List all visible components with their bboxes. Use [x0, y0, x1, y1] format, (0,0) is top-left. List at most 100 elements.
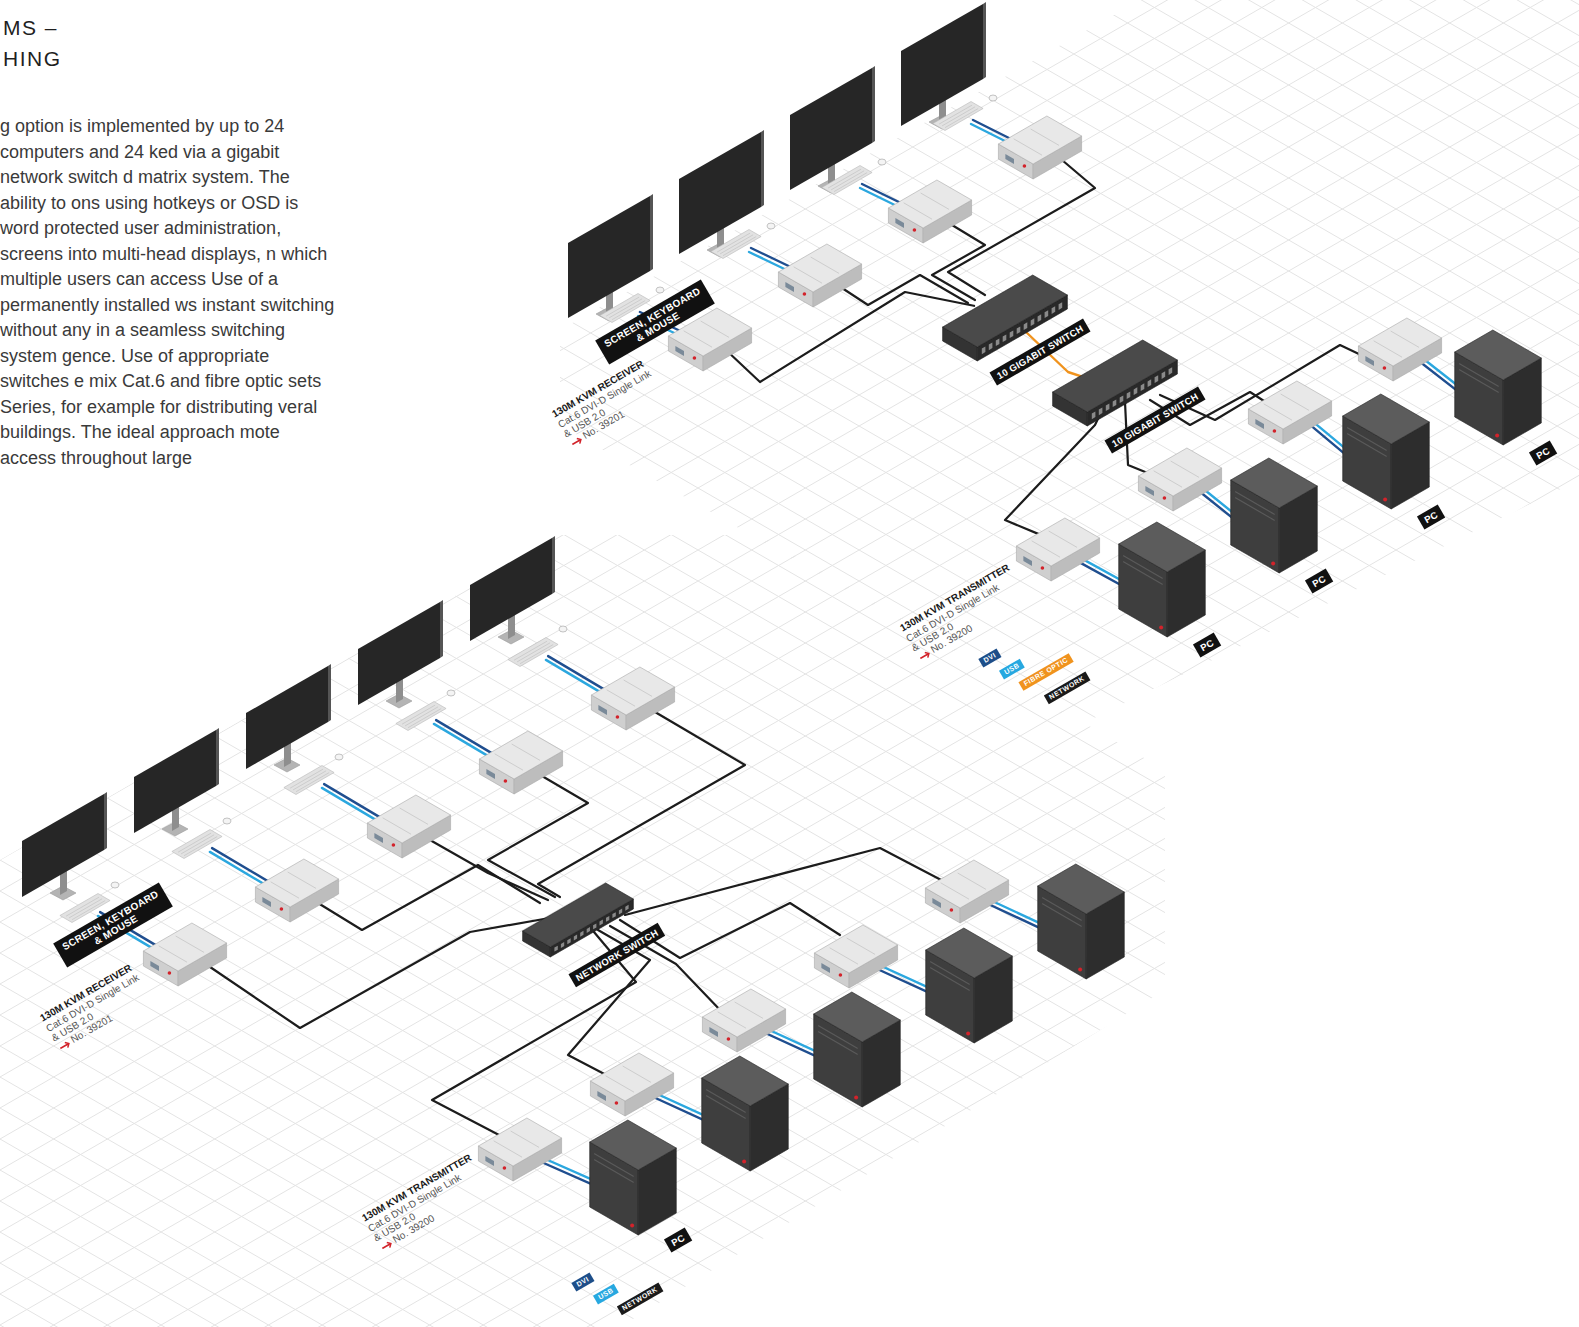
monitor	[22, 792, 119, 923]
power-led	[630, 1224, 634, 1228]
pc-tower-shape	[1231, 458, 1318, 573]
monitor	[901, 2, 997, 131]
switch-port	[1017, 326, 1021, 334]
grid-line	[0, 1263, 1579, 1327]
grid-line	[0, 0, 1579, 736]
grid-line	[0, 0, 1579, 116]
vent	[176, 936, 204, 952]
grid-line	[0, 692, 1579, 1327]
port	[1365, 356, 1374, 366]
monitor-edge	[552, 536, 555, 594]
grid-line	[0, 1139, 1579, 1327]
device-label: PC	[1310, 573, 1327, 589]
grid-line	[0, 444, 1579, 1327]
grid-line	[0, 1046, 1579, 1327]
pc-tower-shape	[1038, 864, 1125, 979]
vent	[400, 808, 428, 824]
callout: 130M KVM TRANSMITTERCat.6 DVI-D Single L…	[898, 549, 1051, 664]
grid-line	[0, 1312, 1579, 1327]
vent	[1171, 461, 1199, 477]
status-led	[280, 907, 284, 911]
network-cable	[932, 225, 985, 300]
switch-port	[567, 938, 570, 944]
grid-line	[0, 0, 1579, 191]
switch-port	[996, 339, 1000, 347]
pc-tower-shape	[1343, 394, 1430, 509]
vent	[511, 1131, 539, 1147]
box-top	[143, 923, 226, 971]
key-row	[720, 235, 752, 254]
drive-bay	[707, 1096, 746, 1118]
grid-line	[0, 785, 1579, 1327]
key-row	[296, 773, 328, 792]
vent	[1049, 531, 1077, 547]
heading: MS – HING	[3, 12, 83, 74]
grid-line	[0, 23, 1579, 935]
arrow-shape	[919, 651, 931, 661]
kvm-transmitter-unit	[1248, 381, 1331, 444]
vent	[794, 267, 822, 283]
label-tag: PC	[1305, 569, 1333, 594]
monitor	[246, 664, 343, 795]
grid-line	[0, 1325, 1579, 1327]
monitor-edge	[872, 66, 875, 143]
mouse	[656, 287, 664, 293]
grid-line	[0, 0, 1579, 891]
legend-text: USB	[1003, 661, 1021, 675]
kvm-transmitter-unit	[1016, 518, 1099, 581]
device-label: NETWORK SWITCH	[574, 927, 660, 983]
box-top	[702, 1056, 789, 1106]
mouse	[767, 223, 775, 229]
grid-line	[0, 0, 1579, 550]
legend-swatch: USB	[999, 659, 1025, 680]
grid-line	[0, 0, 1579, 780]
grid-line	[0, 0, 1579, 532]
grid-line	[0, 506, 1579, 1327]
grid-line	[0, 0, 1579, 501]
switch-port	[1155, 375, 1159, 383]
body-text: g option is implemented by up to 24 comp…	[0, 114, 338, 471]
port	[597, 1091, 606, 1101]
arrow-shape	[381, 1241, 393, 1251]
legend-text: NETWORK	[1048, 675, 1086, 701]
pc-tower-shape	[702, 1056, 789, 1171]
grid-line	[0, 0, 1579, 222]
port	[1005, 154, 1014, 164]
grid-line	[0, 0, 1579, 5]
grid-line	[0, 85, 1579, 997]
switch-port	[574, 935, 577, 941]
grid-line	[0, 1281, 1579, 1327]
grid-line	[0, 0, 1579, 798]
grid-line	[0, 0, 1579, 594]
grid-line	[0, 1064, 1579, 1327]
box-top	[1138, 448, 1221, 496]
grid-line	[0, 320, 1579, 1232]
switch-port	[1038, 314, 1042, 322]
vent	[1391, 331, 1419, 347]
grid-line	[0, 0, 1579, 85]
kvm-receiver-unit	[888, 180, 971, 243]
vent	[735, 1002, 763, 1018]
box-top	[1343, 394, 1430, 444]
status-led	[392, 843, 396, 847]
network-cable	[488, 776, 588, 897]
port	[932, 898, 941, 908]
grid-line	[0, 891, 1579, 1327]
grid-line	[0, 581, 1579, 1327]
grid-line	[0, 940, 1579, 1327]
grid-line	[0, 798, 1579, 1327]
drive-bay	[1460, 364, 1499, 386]
grid-line	[0, 705, 1579, 1327]
grid-line	[0, 909, 1579, 1327]
grid-line	[0, 0, 1579, 811]
switch-port	[587, 927, 590, 933]
switch-port	[1106, 404, 1110, 412]
kvm-receiver-unit	[591, 667, 674, 730]
grid-line	[0, 382, 1579, 1294]
box-top	[590, 1120, 677, 1170]
grid-line	[0, 798, 1579, 1327]
network-cable	[948, 160, 1095, 295]
grid-line	[0, 1046, 1579, 1327]
grid-line	[0, 0, 1579, 116]
grid-line	[0, 457, 1579, 1327]
